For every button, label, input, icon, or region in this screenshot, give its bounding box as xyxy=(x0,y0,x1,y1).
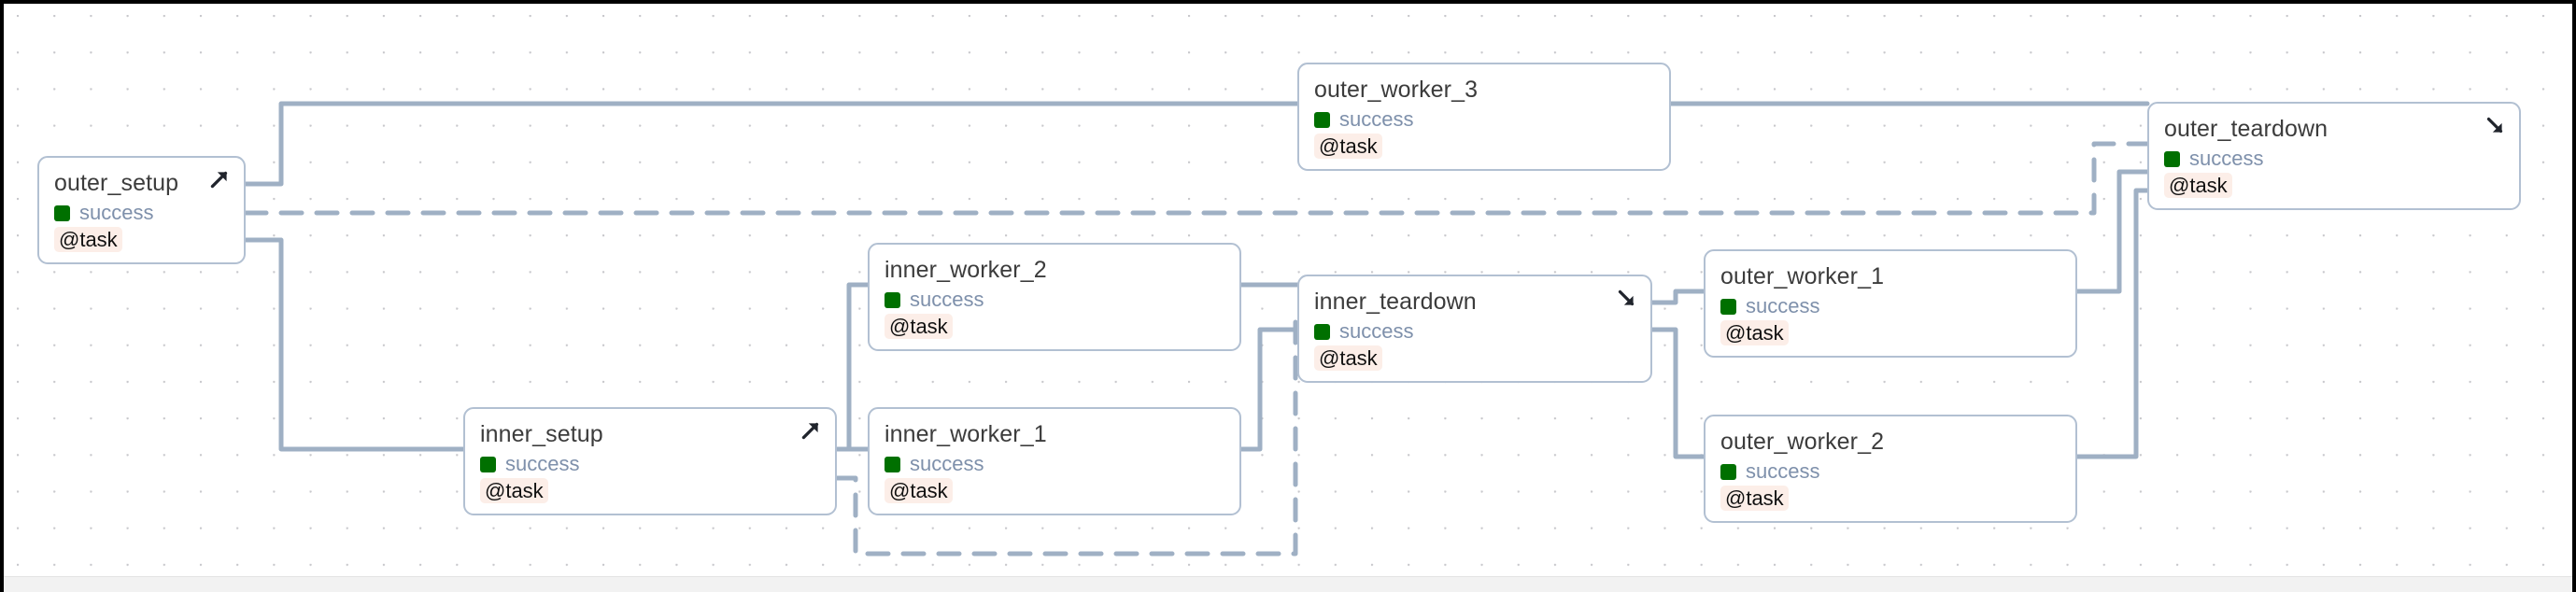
node-tag-row: @task xyxy=(54,227,229,253)
node-tag-row: @task xyxy=(1720,320,2060,346)
node-status: success xyxy=(480,452,820,476)
status-success-icon xyxy=(2164,150,2180,167)
status-success-icon xyxy=(1314,111,1330,128)
status-label: success xyxy=(910,288,984,311)
node-tag: @task xyxy=(1314,345,1382,371)
node-outer_worker_1[interactable]: outer_worker_1 success @task xyxy=(1704,249,2077,358)
edge-inner_teardown-outer_worker_2 xyxy=(1649,327,1706,459)
status-label: success xyxy=(1746,294,1820,317)
node-status: success xyxy=(1720,459,2060,484)
status-label: success xyxy=(505,452,580,475)
status-success-icon xyxy=(54,204,70,221)
node-tag: @task xyxy=(480,478,548,503)
status-success-icon xyxy=(885,456,900,472)
node-title: inner_worker_1 xyxy=(885,421,1047,447)
edge-outer_worker_2-outer_teardown xyxy=(2074,188,2150,459)
arrow-down-right-icon[interactable] xyxy=(2483,113,2507,137)
status-label: success xyxy=(2189,147,2264,170)
status-success-icon xyxy=(480,456,496,472)
edge-inner_worker_1-inner_teardown xyxy=(1238,327,1300,452)
node-status: success xyxy=(54,201,229,225)
edge-layer xyxy=(243,101,2150,557)
node-status: success xyxy=(885,452,1224,476)
node-title: inner_teardown xyxy=(1314,289,1477,315)
node-outer_worker_3[interactable]: outer_worker_3 success @task xyxy=(1297,63,1671,171)
status-label: success xyxy=(79,201,154,224)
node-tag-row: @task xyxy=(1314,134,1654,160)
node-status: success xyxy=(1314,107,1654,132)
edge-inner_teardown-outer_worker_1 xyxy=(1649,289,1706,305)
node-inner_setup[interactable]: inner_setup success @task xyxy=(463,407,837,515)
node-title: outer_teardown xyxy=(2164,116,2328,142)
node-inner_worker_2[interactable]: inner_worker_2 success @task xyxy=(868,243,1241,351)
arrow-down-right-icon[interactable] xyxy=(1614,286,1638,310)
node-tag-row: @task xyxy=(2164,173,2504,199)
status-success-icon xyxy=(1314,323,1330,340)
status-success-icon xyxy=(1720,463,1736,480)
status-label: success xyxy=(1339,107,1414,131)
node-title: outer_worker_3 xyxy=(1314,77,1479,103)
node-tag: @task xyxy=(885,478,953,503)
edge-outer_setup-outer_teardown xyxy=(243,141,2150,216)
status-success-icon xyxy=(1720,298,1736,315)
node-tag: @task xyxy=(1720,486,1789,511)
node-inner_teardown[interactable]: inner_teardown success @task xyxy=(1297,275,1652,383)
dot-grid-background xyxy=(4,4,2572,592)
canvas-bottom-strip xyxy=(4,576,2572,592)
status-label: success xyxy=(1339,319,1414,343)
node-inner_worker_1[interactable]: inner_worker_1 success @task xyxy=(868,407,1241,515)
arrow-up-right-icon[interactable] xyxy=(207,167,232,191)
node-title: outer_worker_2 xyxy=(1720,429,1885,455)
node-status: success xyxy=(1314,319,1635,344)
node-outer_worker_2[interactable]: outer_worker_2 success @task xyxy=(1704,415,2077,523)
node-tag-row: @task xyxy=(885,314,1224,340)
arrow-up-right-icon[interactable] xyxy=(799,418,823,443)
status-label: success xyxy=(910,452,984,475)
node-title: outer_worker_1 xyxy=(1720,263,1885,289)
node-status: success xyxy=(885,288,1224,312)
node-tag-row: @task xyxy=(1720,486,2060,512)
node-tag-row: @task xyxy=(480,478,820,504)
node-title: inner_setup xyxy=(480,421,603,447)
node-tag: @task xyxy=(1314,134,1382,159)
node-tag: @task xyxy=(1720,320,1789,345)
edge-outer_setup-outer_worker_3 xyxy=(243,101,1300,187)
node-status: success xyxy=(2164,147,2504,171)
node-tag: @task xyxy=(2164,173,2232,198)
edge-outer_worker_1-outer_teardown xyxy=(2074,169,2150,294)
node-outer_teardown[interactable]: outer_teardown success @task xyxy=(2147,102,2521,210)
node-title: inner_worker_2 xyxy=(885,257,1047,283)
node-title: outer_setup xyxy=(54,170,179,196)
node-tag: @task xyxy=(885,314,953,339)
edge-outer_setup-inner_setup xyxy=(243,237,466,452)
status-label: success xyxy=(1746,459,1820,483)
node-status: success xyxy=(1720,294,2060,318)
edge-inner_setup-inner_worker_2 xyxy=(834,282,870,452)
node-tag-row: @task xyxy=(885,478,1224,504)
node-tag-row: @task xyxy=(1314,345,1635,372)
status-success-icon xyxy=(885,291,900,308)
node-tag: @task xyxy=(54,227,122,252)
node-outer_setup[interactable]: outer_setup success @task xyxy=(37,156,246,264)
